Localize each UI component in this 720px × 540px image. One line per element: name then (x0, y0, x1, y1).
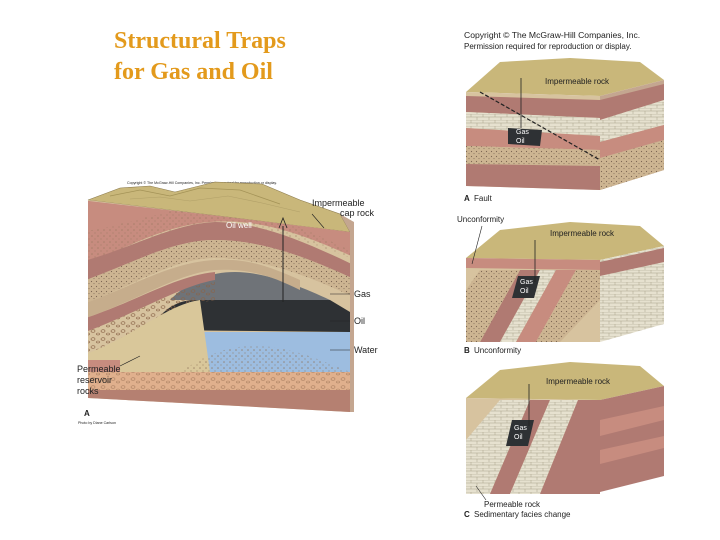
label-cap-rock-1: Impermeable (312, 198, 365, 208)
facies-change-trap-panel: Impermeable rock Gas Oil Permeable rock … (464, 362, 664, 519)
unconformity-gas-label: Gas (520, 279, 533, 286)
fault-gas-oil (508, 128, 542, 146)
facies-cap-label: Impermeable rock (546, 377, 611, 386)
label-oil-well: Oil well (226, 221, 252, 230)
left-copyright: Copyright © The McGraw-Hill Companies, I… (127, 181, 277, 185)
unconformity-label: Unconformity (457, 215, 504, 224)
fault-oil-label: Oil (516, 138, 525, 145)
label-gas: Gas (354, 289, 371, 299)
title-line-2: for Gas and Oil (114, 59, 273, 85)
fault-trap-panel: Impermeable rock Gas Oil A Fault (464, 58, 664, 203)
facies-caption: Sedimentary facies change (474, 510, 571, 519)
fault-cap-label: Impermeable rock (545, 77, 610, 86)
label-reservoir-1: Permeable (77, 364, 121, 374)
fault-gas-label: Gas (516, 129, 529, 136)
right-copyright-1: Copyright © The McGraw-Hill Companies, I… (464, 30, 640, 40)
label-reservoir-2: reservoir (77, 375, 112, 385)
page-title: Structural Traps for Gas and Oil (114, 26, 414, 88)
rock-layers (88, 200, 350, 412)
label-photo-credit: Photo by Diane Carlson (78, 421, 116, 425)
unconformity-cap-label: Impermeable rock (550, 229, 615, 238)
trap-types-figure: Copyright © The McGraw-Hill Companies, I… (457, 30, 664, 519)
fault-caption: Fault (474, 194, 493, 203)
title-line-1: Structural Traps (114, 28, 286, 54)
facies-oil-label: Oil (514, 434, 523, 441)
unconformity-caption: Unconformity (474, 346, 521, 355)
facies-permeable-label: Permeable rock (484, 500, 541, 509)
facies-letter: C (464, 510, 470, 519)
unconformity-gas-oil (512, 276, 540, 298)
label-panel-a: A (84, 409, 90, 418)
label-water: Water (354, 345, 378, 355)
label-cap-rock-2: cap rock (340, 208, 375, 218)
right-copyright-2: Permission required for reproduction or … (464, 42, 631, 51)
anticline-trap-diagram: Copyright © The McGraw-Hill Companies, I… (77, 181, 378, 425)
facies-gas-label: Gas (514, 425, 527, 432)
unconformity-trap-panel: Unconformity Impermeable rock Gas Oil B … (457, 215, 664, 355)
unconformity-oil-label: Oil (520, 288, 529, 295)
facies-gas-oil (506, 420, 534, 446)
label-reservoir-3: rocks (77, 386, 99, 396)
fault-letter: A (464, 194, 470, 203)
label-oil: Oil (354, 316, 365, 326)
unconformity-letter: B (464, 346, 470, 355)
